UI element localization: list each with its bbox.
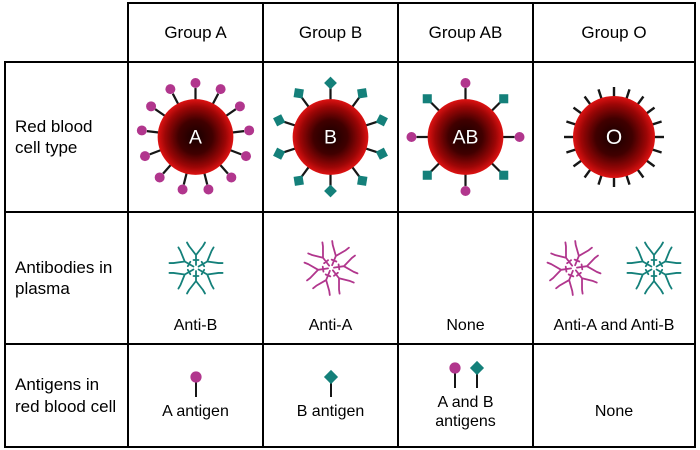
b-antigen-icon <box>499 170 509 180</box>
antibody-label: Anti-A and Anti-B <box>553 317 675 334</box>
antigen-label: B antigen <box>296 403 365 421</box>
antibodies-cell-group-ab: None <box>399 213 532 343</box>
rbc-letter: A <box>189 126 202 148</box>
a-antigen-icon <box>448 362 461 388</box>
antibody-label: None <box>446 317 485 334</box>
b-antigen-icon <box>357 175 368 186</box>
rbc-cell-group-ab: AB <box>399 63 532 211</box>
b-antigen-icon <box>273 147 286 160</box>
a-antigen-icon <box>203 184 214 195</box>
antibody-label: Anti-B <box>173 317 218 334</box>
b-antigen-icon <box>293 175 304 186</box>
a-antigen-icon <box>215 84 226 95</box>
a-antigen-icon <box>139 151 150 162</box>
b-antigen-icon <box>357 88 368 99</box>
antibodies-cell-group-a: Anti-B <box>129 213 262 343</box>
b-antigen-icon <box>324 76 337 90</box>
row-header-antigens-in-red-blood-cell: Antigens in red blood cell <box>6 345 127 446</box>
antigen-icon-box <box>187 369 205 399</box>
a-antigen-icon <box>244 125 255 136</box>
b-antigen-icon <box>293 88 304 99</box>
column-header-group-ab: Group AB <box>399 4 532 61</box>
corner-cell <box>4 2 127 61</box>
anti-b-antibody-cluster-icon <box>626 241 682 295</box>
rbc-letter: O <box>606 126 622 149</box>
antibodies-cell-group-o: Anti-A and Anti-B <box>534 213 694 343</box>
a-antigen-icon <box>460 77 471 88</box>
b-antigen-icon <box>375 114 388 127</box>
red-blood-cell-icon: B <box>273 76 388 198</box>
antibodies-cell-group-b: Anti-A <box>264 213 397 343</box>
b-antigen-icon <box>324 184 337 198</box>
antigen-label: A antigen <box>162 403 229 421</box>
red-blood-cell-icon: A <box>136 77 255 195</box>
column-header-group-o: Group O <box>534 4 694 61</box>
b-antigen-icon <box>273 114 286 127</box>
row-header-red-blood-cell-type: Red blood cell type <box>6 63 127 211</box>
b-antigen-icon <box>499 94 509 104</box>
anti-a-antibody-cluster-icon <box>546 240 602 296</box>
rbc-letter: B <box>324 126 337 148</box>
antibody-label: Anti-A <box>308 317 353 334</box>
column-header-group-a: Group A <box>129 4 262 61</box>
column-header-group-b: Group B <box>264 4 397 61</box>
a-antigen-icon <box>226 172 237 183</box>
antigen-label: A and B antigens <box>435 393 496 430</box>
b-antigen-icon <box>469 360 484 388</box>
a-antigen-icon <box>165 84 176 95</box>
antigen-label: None <box>594 403 634 421</box>
corner-border-cover-left <box>4 2 6 61</box>
a-antigen-icon <box>154 172 165 183</box>
anti-a-antibody-cluster-icon <box>303 240 358 296</box>
rbc-letter: AB <box>453 126 479 148</box>
antibody-cluster-box <box>291 221 371 315</box>
antigens-cell-group-a: A antigen <box>129 345 262 446</box>
a-antigen-icon <box>177 184 188 195</box>
a-antigen-icon <box>136 125 147 136</box>
a-antigen-icon <box>190 77 201 88</box>
red-blood-cell-icon: O <box>564 87 664 187</box>
b-antigen-icon <box>375 147 388 160</box>
antigen-icon-box <box>446 360 486 390</box>
antigens-cell-group-o: None <box>534 345 694 446</box>
blood-group-table: Group A Group B Group AB Group O Red blo… <box>4 2 696 448</box>
red-blood-cell-icon: AB <box>406 77 525 197</box>
corner-border-cover-top <box>4 2 127 4</box>
a-antigen-icon <box>406 132 417 142</box>
a-antigen-icon <box>241 151 252 162</box>
rbc-cell-group-a: A <box>129 63 262 211</box>
a-antigen-icon <box>514 132 525 142</box>
antibody-cluster-box <box>156 221 236 315</box>
b-antigen-icon <box>422 94 432 104</box>
a-antigen-icon <box>460 186 471 197</box>
a-antigen-icon <box>189 371 202 398</box>
b-antigen-icon <box>422 170 432 180</box>
antigens-cell-group-b: B antigen <box>264 345 397 446</box>
rbc-cell-group-o: O <box>534 63 694 211</box>
antigens-cell-group-ab: A and B antigens <box>399 345 532 446</box>
antibody-cluster-box <box>534 221 694 315</box>
b-antigen-icon <box>323 370 338 398</box>
row-header-antibodies-in-plasma: Antibodies in plasma <box>6 213 127 343</box>
a-antigen-icon <box>146 101 157 112</box>
rbc-cell-group-b: B <box>264 63 397 211</box>
antigen-icon-box <box>322 369 340 399</box>
anti-b-antibody-cluster-icon <box>168 241 223 295</box>
a-antigen-icon <box>234 101 245 112</box>
